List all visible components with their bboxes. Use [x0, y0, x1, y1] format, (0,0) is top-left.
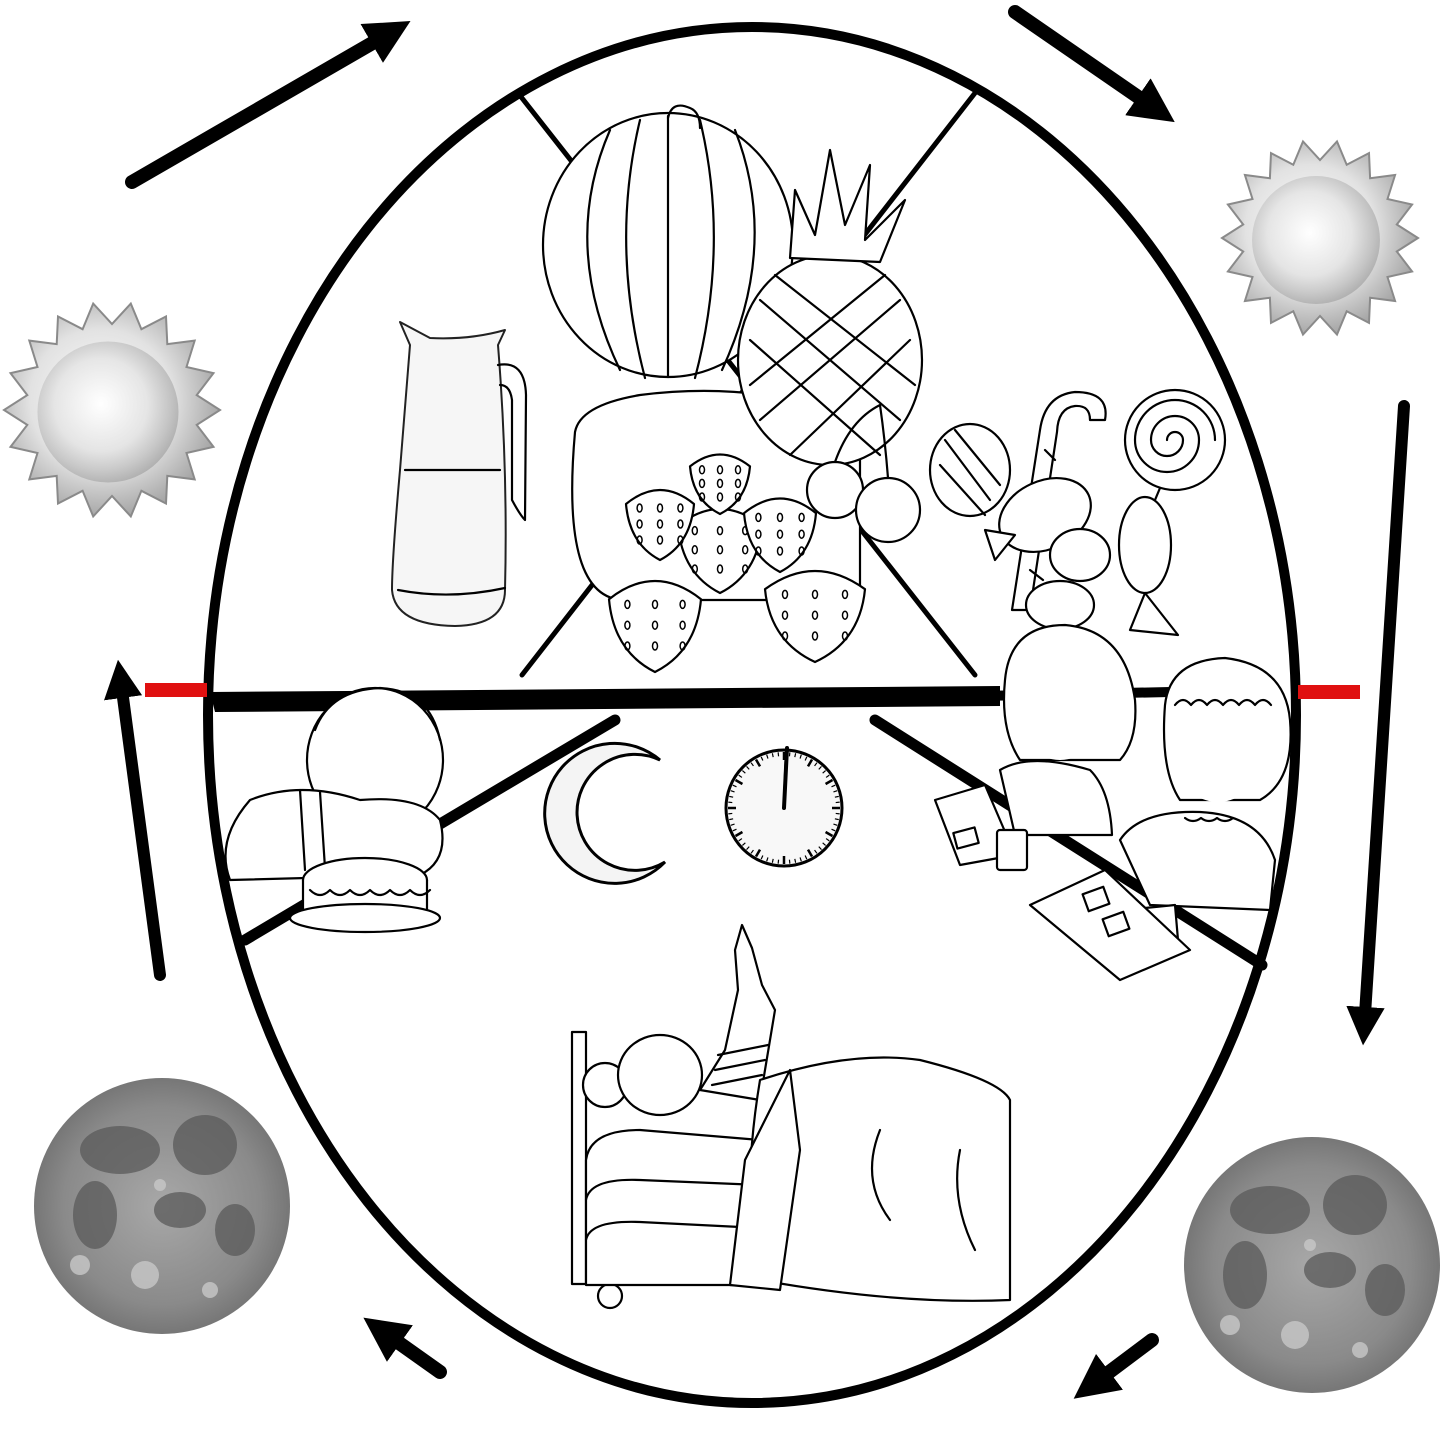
crescent-moon-icon: [545, 743, 665, 883]
fruit-group: [543, 106, 922, 672]
arrow-top-right: [1015, 12, 1160, 112]
sun-icon: [1222, 142, 1418, 335]
sweets-group: [930, 390, 1225, 635]
water-pitcher: [392, 322, 526, 626]
arrow-top-left: [132, 30, 395, 182]
sun-icon: [4, 304, 220, 517]
children-eating-at-table: [935, 625, 1291, 980]
full-moon-icon: [34, 1078, 290, 1334]
arrow-right: [1364, 406, 1404, 1030]
arrow-bottom-right: [1088, 1340, 1152, 1388]
child-eating-cake: [226, 688, 444, 932]
arrow-bottom-left: [378, 1328, 440, 1372]
full-moon-icon: [1184, 1137, 1440, 1393]
arrow-left: [120, 675, 160, 975]
child-sleeping-in-bed: [572, 925, 1010, 1308]
clock-icon: [726, 748, 842, 866]
